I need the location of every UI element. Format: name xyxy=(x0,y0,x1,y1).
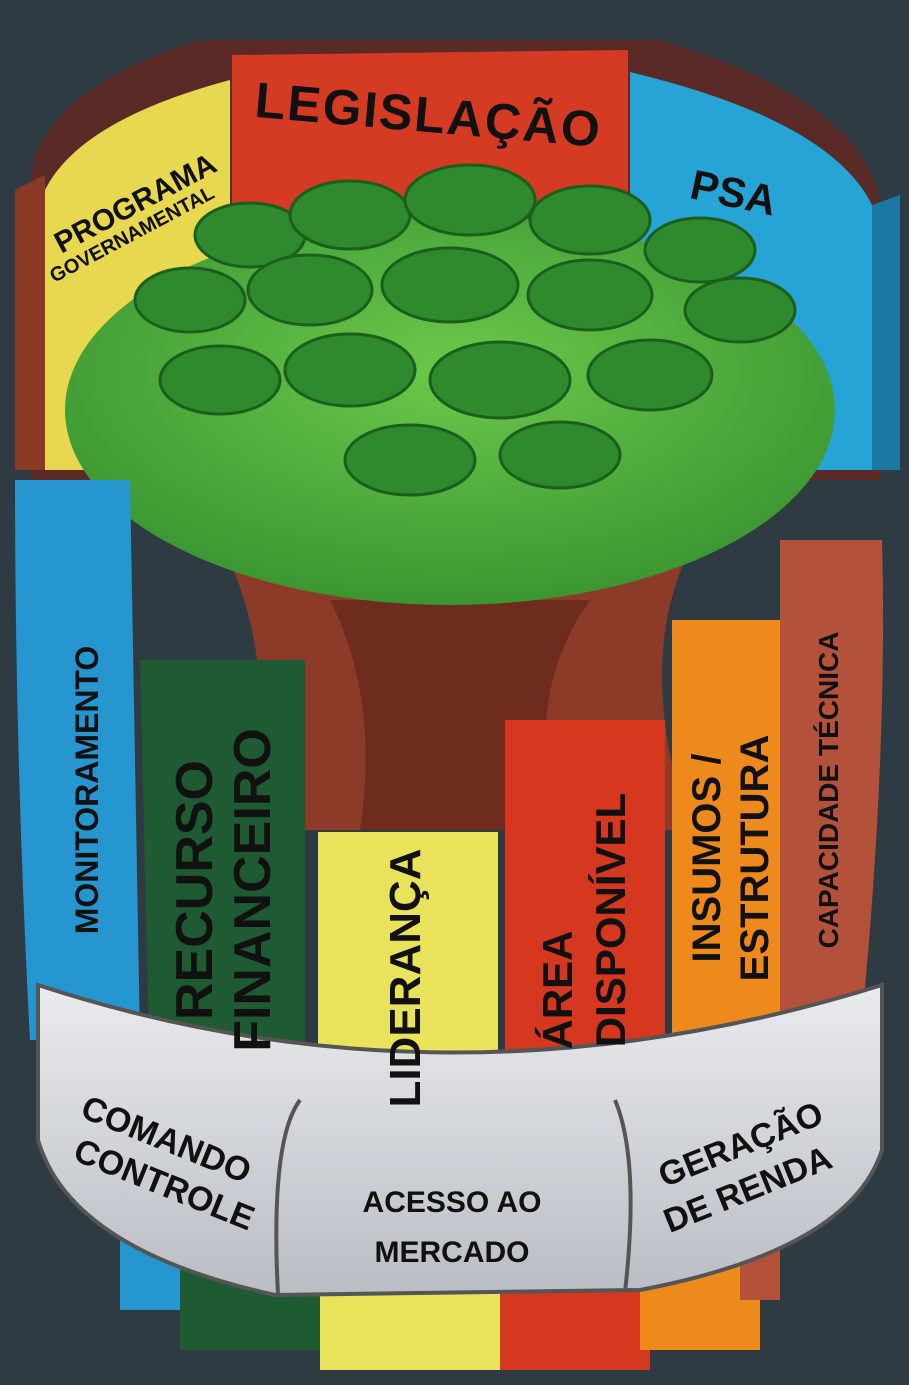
tree-crown xyxy=(498,420,622,490)
stave-psa-edge xyxy=(872,195,900,470)
label-insumos-line2: ESTRUTURA xyxy=(733,735,777,982)
tree-crown xyxy=(133,266,247,334)
band-divider-left xyxy=(274,1098,302,1296)
tree-crown xyxy=(683,276,797,344)
barrel-band xyxy=(36,982,884,1298)
label-lideranca: LIDERANÇA xyxy=(381,848,430,1107)
label-insumos-line1: INSUMOS / xyxy=(685,754,729,963)
tree-crown xyxy=(528,184,652,256)
tree-crown xyxy=(343,423,477,497)
tree-crown xyxy=(428,340,572,420)
tree-crown xyxy=(288,179,412,251)
stave-insumos xyxy=(672,620,780,1080)
tree-crown xyxy=(380,246,520,324)
tree-crown xyxy=(586,338,714,412)
label-area-line2: DISPONÍVEL xyxy=(587,793,634,1047)
label-mercado: MERCADO xyxy=(375,1236,530,1269)
tree-crown xyxy=(158,344,282,416)
tree-crown xyxy=(246,253,374,327)
label-recurso-line1: RECURSO xyxy=(166,760,224,1020)
stave-lideranca xyxy=(318,832,498,1110)
tree-crown xyxy=(283,332,417,408)
band-divider-right xyxy=(613,1099,633,1293)
forest-trees xyxy=(133,163,797,497)
label-area-line1: ÁREA xyxy=(534,930,581,1049)
stave-programa-edge xyxy=(15,175,45,470)
stave-capacidade xyxy=(780,540,884,1040)
tree-crown xyxy=(643,216,757,284)
label-monitoramento: MONITORAMENTO xyxy=(69,646,105,935)
tree-crown xyxy=(526,258,654,332)
stave-monitoramento xyxy=(15,480,140,1040)
stave-recurso xyxy=(140,660,305,1080)
label-acesso: ACESSO AO xyxy=(363,1186,542,1219)
tree-crown xyxy=(403,163,537,237)
stave-area xyxy=(505,720,665,1110)
label-capacidade: CAPACIDADE TÉCNICA xyxy=(813,632,844,949)
label-recurso-line2: FINANCEIRO xyxy=(224,728,282,1052)
